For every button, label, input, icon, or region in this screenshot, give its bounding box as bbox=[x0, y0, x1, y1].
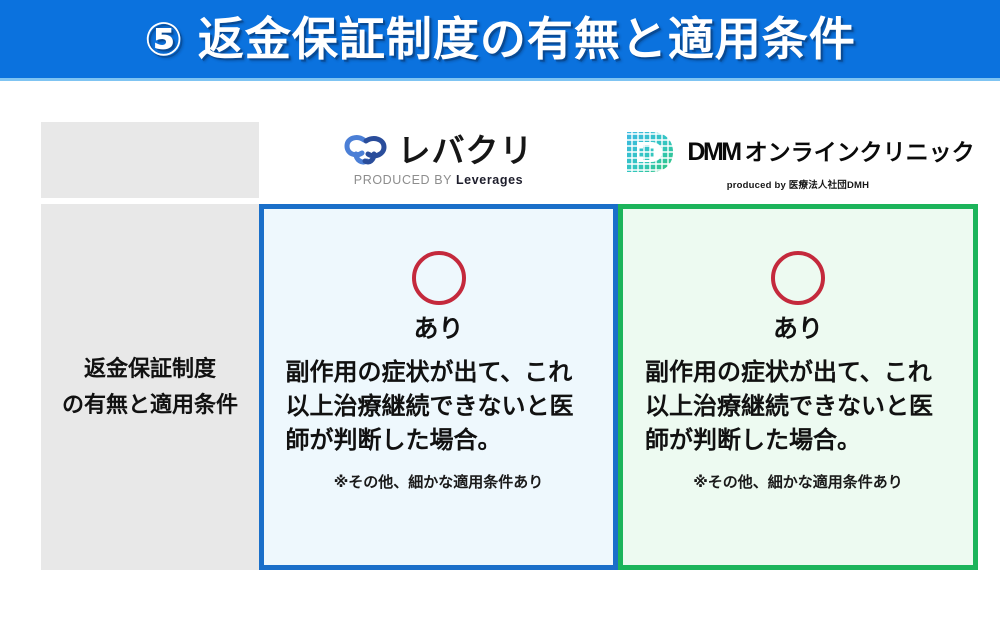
cell-note-text: ※その他、細かな適用条件あり bbox=[693, 474, 903, 492]
circle-mark-icon bbox=[771, 251, 825, 305]
dmm-pixel-d-cross-icon bbox=[621, 129, 678, 176]
row-header-label: 返金保証制度 の有無と適用条件 bbox=[61, 355, 238, 417]
column-header-levacli: レバクリ PRODUCED BY Leverages bbox=[259, 122, 618, 198]
cell-body-text: 副作用の症状が出て、これ以上治療継続できないと医師が判断した場合。 bbox=[645, 359, 933, 455]
cell-levacli-refund-guarantee: あり 副作用の症状が出て、これ以上治療継続できないと医師が判断した場合。 ※その… bbox=[259, 204, 618, 570]
dmm-logo-subtitle: produced by 医療法人社団DMH bbox=[726, 180, 870, 192]
circle-mark-icon bbox=[411, 251, 466, 305]
row-header-refund-guarantee: 返金保証制度 の有無と適用条件 bbox=[41, 204, 259, 570]
cell-body-text: 副作用の症状が出て、これ以上治療継続できないと医師が判断した場合。 bbox=[285, 359, 574, 455]
cell-mark-label: あり bbox=[413, 315, 464, 343]
comparison-table: レバクリ PRODUCED BY Leverages bbox=[0, 78, 1000, 640]
leverages-link-icon bbox=[343, 135, 387, 165]
banner-underline bbox=[0, 78, 1000, 81]
cell-note-text: ※その他、細かな適用条件あり bbox=[333, 474, 544, 492]
levacli-logo: レバクリ bbox=[343, 131, 534, 169]
page-header-banner: ⑤ 返金保証制度の有無と適用条件 bbox=[0, 0, 1000, 78]
levacli-logo-subtitle: PRODUCED BY Leverages bbox=[354, 174, 523, 187]
dmm-wordmark: DMM bbox=[687, 137, 742, 166]
cell-dmm-refund-guarantee: あり 副作用の症状が出て、これ以上治療継続できないと医師が判断した場合。 ※その… bbox=[618, 204, 978, 570]
page-title: ⑤ 返金保証制度の有無と適用条件 bbox=[144, 13, 856, 65]
dmm-service-name: オンラインクリニック bbox=[744, 138, 975, 165]
table-corner-blank-cell bbox=[41, 122, 259, 198]
cell-mark-label: あり bbox=[772, 315, 823, 343]
levacli-brand-text: Leverages bbox=[455, 172, 524, 187]
levacli-logo-text: レバクリ bbox=[397, 131, 534, 169]
levacli-produced-by-text: PRODUCED BY bbox=[353, 172, 456, 187]
